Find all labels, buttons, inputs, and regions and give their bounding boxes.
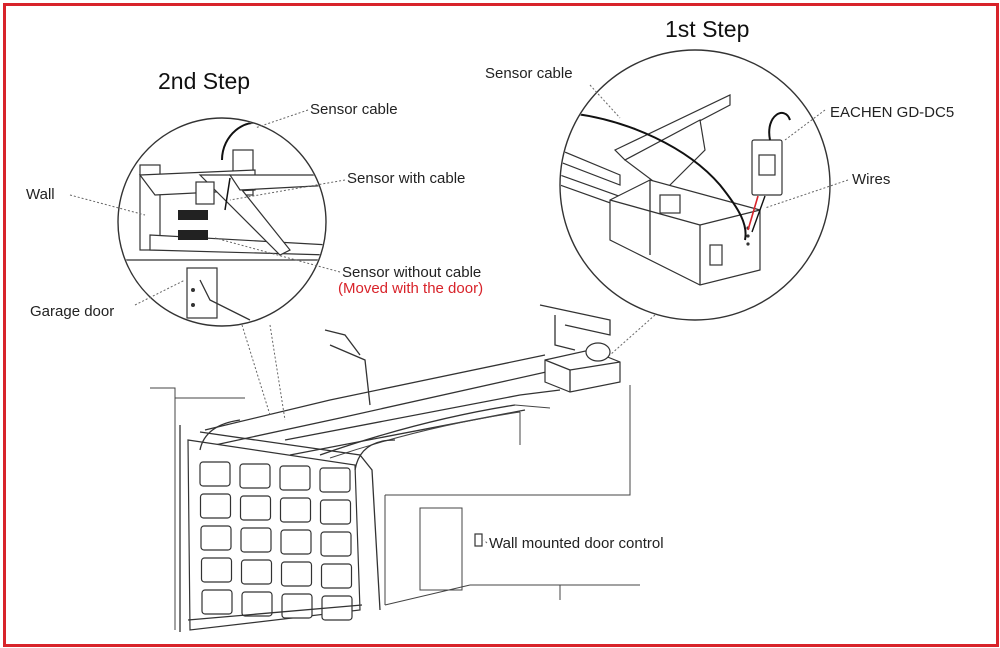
door-panel — [200, 557, 233, 583]
door-panel — [320, 531, 352, 557]
door-panel — [280, 529, 312, 555]
door-panel — [279, 465, 311, 491]
door-panel — [319, 499, 352, 525]
wires-label: Wires — [852, 171, 891, 188]
door-panel — [199, 493, 232, 519]
wall-control-label: Wall mounted door control — [489, 535, 664, 552]
left-zoom-pointer-2 — [269, 324, 286, 421]
door-panel — [320, 563, 353, 589]
door-panel — [239, 463, 271, 489]
door-panel — [201, 589, 233, 615]
door-panel — [241, 591, 273, 617]
door-panel — [279, 497, 312, 523]
moved-with-door-note: (Moved with the door) — [338, 280, 484, 297]
left-zoom-pointer — [241, 324, 271, 416]
first-step-title: 1st Step — [665, 16, 750, 42]
ceiling-rails — [204, 304, 611, 459]
sensor-with-cable-label: Sensor with cable — [347, 170, 466, 187]
garage-door-label: Garage door — [30, 303, 115, 320]
door-panel — [200, 525, 232, 551]
right-sensor-cable-label: Sensor cable — [485, 65, 573, 82]
door-panel — [319, 467, 351, 493]
door-panel — [281, 593, 313, 619]
door-panel — [240, 559, 273, 585]
wall-label: Wall — [26, 186, 55, 203]
red-border-frame — [3, 3, 999, 647]
door-panel — [280, 561, 313, 587]
door-panel — [240, 527, 272, 553]
first-step-zoom — [559, 49, 831, 321]
left-sensor-cable-label: Sensor cable — [310, 101, 398, 118]
second-step-zoom — [117, 117, 327, 327]
callout-lines — [69, 84, 849, 544]
garage-room — [150, 385, 640, 630]
device-model-label: EACHEN GD-DC5 — [830, 104, 955, 121]
door-panel — [199, 461, 231, 487]
sensor-without-cable-label: Sensor without cable — [342, 264, 482, 281]
door-panel — [239, 495, 272, 521]
second-step-title: 2nd Step — [158, 68, 251, 94]
right-zoom-pointer — [609, 314, 656, 356]
garage-door-opener — [544, 342, 621, 393]
garage-door — [179, 419, 396, 632]
wall-control-icon — [474, 533, 483, 547]
